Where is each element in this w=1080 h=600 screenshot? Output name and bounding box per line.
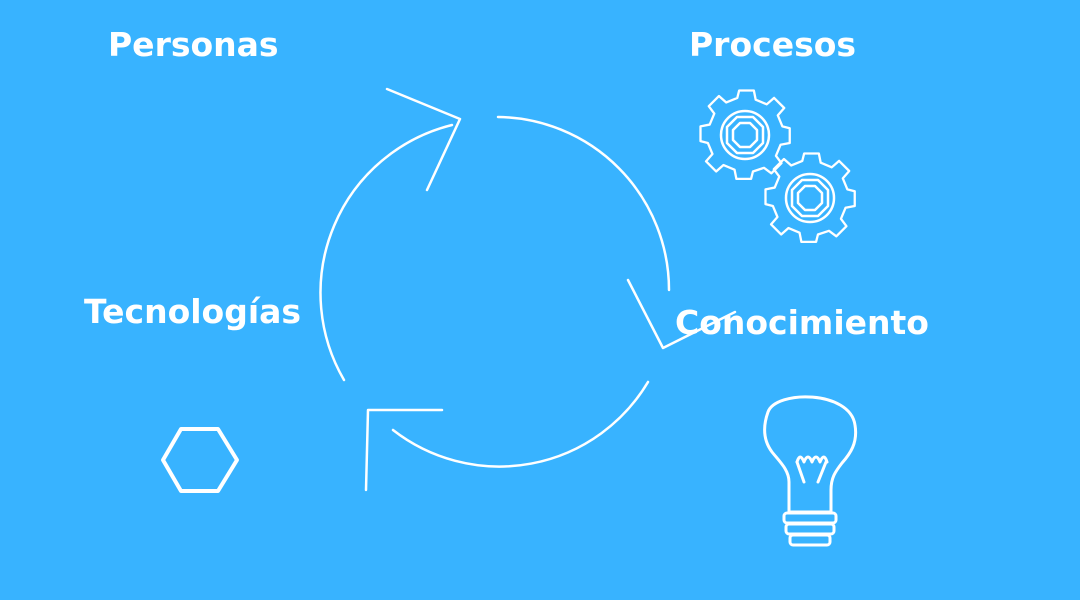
arrowhead-right (626, 278, 737, 350)
label-personas: Personas (108, 25, 279, 64)
gear-small-icon (764, 152, 856, 243)
label-procesos: Procesos (689, 25, 857, 64)
cycle-arc-top-right (496, 115, 671, 292)
cycle-arc-bottom (391, 380, 650, 468)
arrowhead-top (385, 87, 462, 192)
gears-icon (699, 89, 856, 243)
arrowhead-bottom-left (364, 408, 444, 492)
cycle-arrows-icon (319, 87, 737, 492)
gear-large-icon (699, 89, 791, 180)
lightbulb-icon (763, 395, 858, 547)
label-tecnologias: Tecnologías (84, 292, 302, 331)
cycle-arc-left (319, 123, 454, 382)
hexagon-icon (161, 427, 239, 493)
label-conocimiento: Conocimiento (675, 303, 929, 342)
